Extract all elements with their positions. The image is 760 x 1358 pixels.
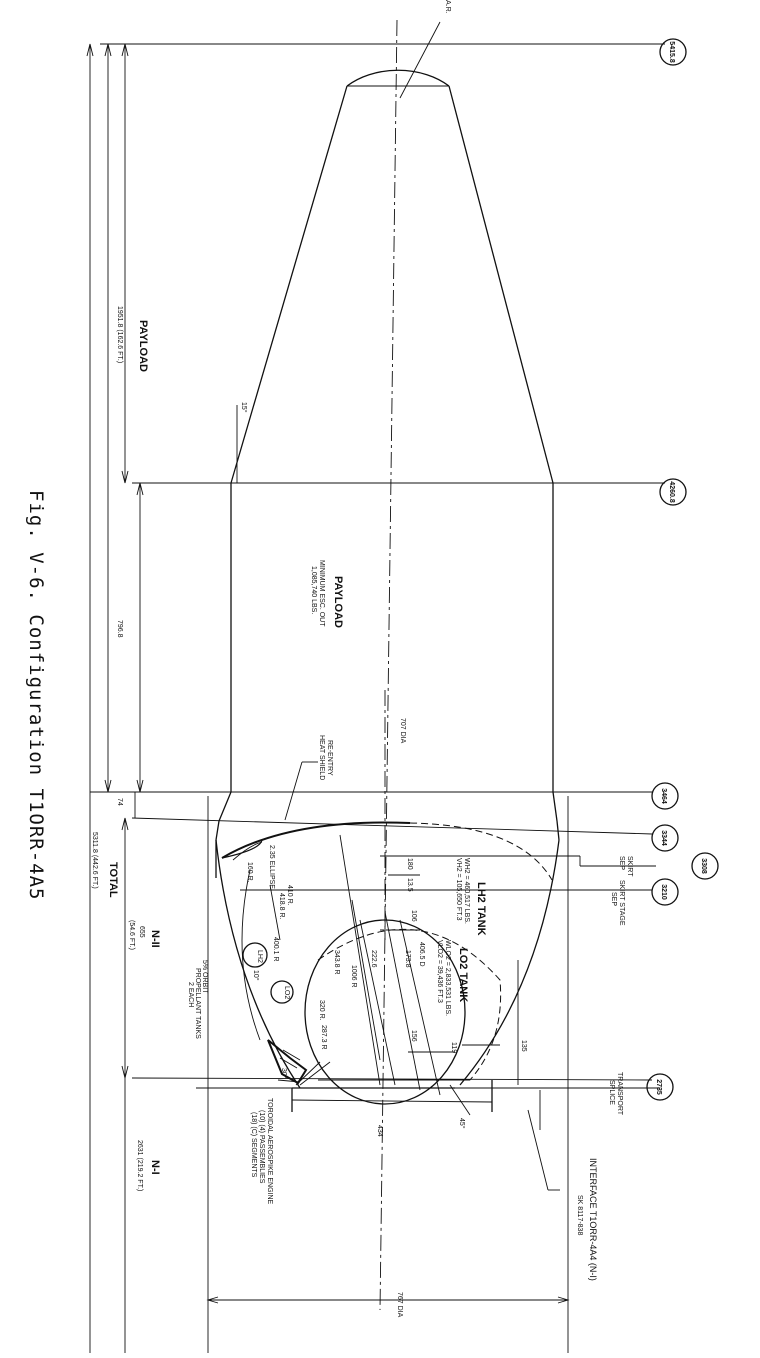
dim-173: 173.8 — [404, 950, 411, 968]
n2-label: N-II — [149, 930, 161, 948]
aerospike-engine — [267, 1039, 308, 1085]
payload-main-label: PAYLOAD — [332, 576, 344, 628]
n2-left-contour — [215, 839, 301, 1089]
engine-label-3: (18) (C) SEGMENTS — [250, 1112, 257, 1178]
left-dimensions — [86, 43, 238, 1358]
radius-320: 320 R. — [318, 1000, 325, 1021]
heat-shield — [221, 821, 411, 859]
angle-10: 10° — [252, 970, 260, 981]
payload-upper-label: PAYLOAD — [137, 320, 149, 372]
station-text: 2735 — [655, 1079, 662, 1095]
radius-410: 410 R. — [286, 885, 293, 906]
lh2-tank-label: LH2 TANK — [475, 882, 487, 936]
lox-tank — [304, 919, 466, 1105]
small-lo2: LO2 — [283, 986, 290, 999]
prop-label-1: 5% ORBIT — [201, 960, 208, 994]
radius-160: 160 R. — [246, 862, 253, 883]
interface-label-1: INTERFACE T1ORR-4A4 (N-I) — [588, 1158, 598, 1281]
transport-splice-2: SPLICE — [608, 1080, 615, 1105]
dim-406: 406.5 D — [418, 942, 425, 967]
bottom-dimensions — [206, 874, 570, 1304]
top-partial-label: A.R. — [444, 0, 451, 14]
dim-135: 135 — [520, 1040, 527, 1052]
nose-cap — [346, 69, 450, 87]
station-bubbles: 5415.8 4260.8 3464 3344 3308 3210 2735 — [646, 38, 719, 1101]
station-bubble — [659, 478, 687, 506]
base-diameter: 767 DIA — [396, 1292, 403, 1318]
station-text: 3344 — [660, 830, 667, 846]
n1-length: 2631 (219.2 FT.) — [136, 1140, 143, 1191]
station-text: 4260.8 — [668, 481, 675, 503]
payload-cone-left — [230, 85, 348, 484]
n2-length: 655 — [138, 926, 145, 938]
cone-angle: 15° — [240, 402, 248, 413]
reentry-label-2: HEAT SHIELD — [318, 735, 325, 780]
station-bubble — [651, 782, 679, 810]
total-length: 5311.8 (442.6 FT.) — [91, 832, 98, 889]
small-lh2: LH2 — [256, 950, 263, 963]
station-lines — [90, 43, 665, 1089]
dim-119: 119 — [450, 1042, 457, 1053]
dim-180: 180 — [406, 858, 413, 870]
lo2-sub-2: VLO2 = 39,436 FT.3 — [436, 940, 443, 1003]
prop-label-2: PROPELLANT TANKS — [194, 968, 201, 1039]
radius-343: 343.8 R — [333, 950, 340, 975]
payload-sub-2: 1,085,740 LBS. — [310, 566, 317, 614]
total-label: TOTAL — [107, 862, 119, 898]
lh2-sub-1: WH2 = 460,517 LBS. — [463, 858, 470, 924]
radius-4001: 400.1 R — [272, 937, 279, 962]
dim-222: 222.6 — [370, 950, 377, 968]
skirt-stage-sep-1: SKIRT STAGE — [618, 880, 625, 926]
vehicle-centerline — [379, 19, 398, 1311]
skirt-sep-1: SKIRT — [626, 856, 633, 877]
radius-287: 287.3 R — [320, 1025, 327, 1050]
orbit-tank-lo2 — [270, 980, 294, 1004]
n2-internals — [221, 821, 553, 1105]
transport-splice-1: TRANSPORT — [616, 1072, 623, 1116]
radius-418: 418.8 R. — [278, 893, 285, 920]
lo2-tank-label: LO2 TANK — [457, 948, 469, 1002]
skirt-stage-sep-2: SEP — [610, 892, 617, 906]
payload-sub-1: MINIMUM ESC. OUT — [318, 560, 325, 627]
station-bubble — [659, 38, 687, 66]
interface-label-2: SK 8117-838 — [576, 1195, 583, 1235]
reentry-label-1: RE-ENTRY — [326, 740, 333, 776]
engine-label-1: TOROIDAL AEROSPIKE ENGINE — [266, 1098, 273, 1205]
station-text: 5415.8 — [668, 41, 675, 63]
station-bubble — [651, 824, 679, 852]
gap-length: 74 — [116, 798, 123, 806]
radius-1006: 1006 R — [350, 965, 357, 988]
lh2-sub-2: VH2 = 105,650 FT.3 — [455, 858, 462, 921]
station-bubble — [691, 852, 719, 880]
lo2-sub-1: WLO2 = 2,833,531 LBS. — [444, 940, 451, 1016]
orbit-tank-lh2 — [242, 942, 268, 968]
n2-ft: (54.6 FT.) — [128, 920, 135, 950]
payload-cone-right — [448, 85, 554, 484]
angle-30: 30° — [280, 1068, 288, 1079]
skirt-sep-2: SEP — [618, 856, 625, 870]
dim-13-5: 13.5 — [406, 878, 413, 892]
ellipse-label: 2.35 ELLIPSE — [268, 845, 275, 889]
n1-label: N-I — [149, 1160, 161, 1175]
station-text: 3464 — [660, 788, 667, 804]
dim-434: 434 — [376, 1125, 383, 1137]
station-text: 3308 — [700, 858, 707, 874]
engine-label-2: (10) (4) PASSEMBLIES — [258, 1110, 265, 1184]
dim-106: 106 — [410, 910, 417, 922]
payload-diameter: 707 DIA — [399, 718, 406, 744]
n2-right-contour — [459, 839, 560, 1086]
angle-45: 45° — [458, 1118, 466, 1129]
payload-cyl-length: 796.8 — [116, 620, 123, 638]
station-text: 3210 — [660, 884, 667, 900]
dim-156: 156 — [410, 1030, 417, 1042]
station-bubble — [651, 878, 679, 906]
station-bubble — [646, 1073, 674, 1101]
payload-length: 1951.8 (162.6 FT.) — [116, 306, 123, 363]
prop-label-3: 2 EACH — [187, 982, 194, 1007]
figure-caption: Fig. V-6. Configuration T1ORR-4A5 — [25, 490, 47, 901]
